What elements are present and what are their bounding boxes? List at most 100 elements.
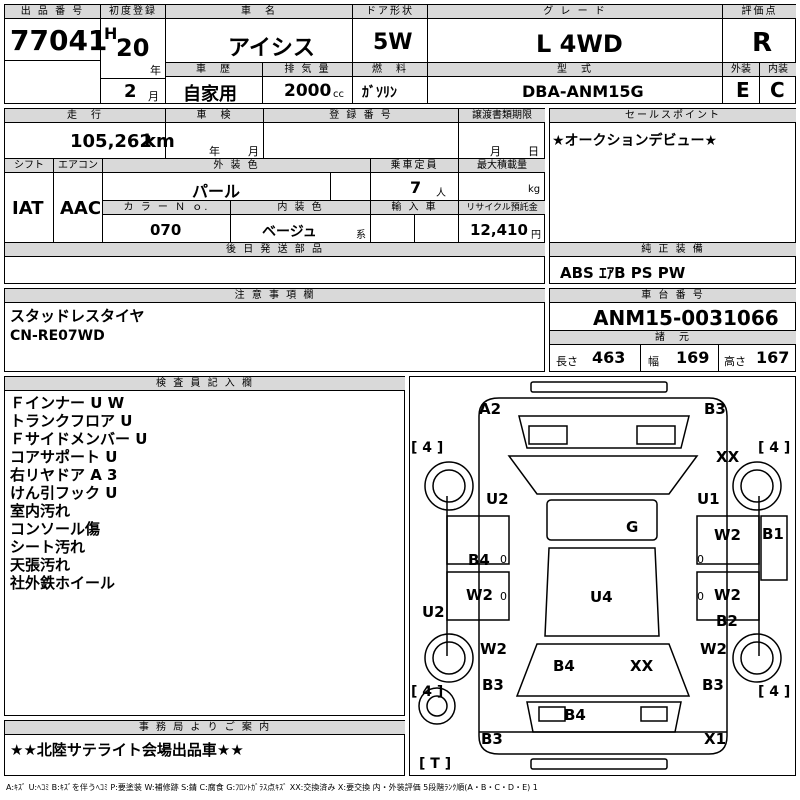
mileage: 105,262	[70, 131, 152, 152]
history-label: 車 歴	[166, 63, 262, 77]
legend: A:ｷｽﾞ U:ﾍｺﾐ B:ｷｽﾞを伴うﾍｺﾐ P:要塗装 W:補修跡 S:錆 …	[6, 783, 538, 792]
import-label: 輸 入 車	[371, 201, 458, 215]
inspector-box	[4, 376, 405, 716]
fuel-label: 燃 料	[353, 63, 427, 77]
capacity: 7	[410, 178, 422, 197]
fuel: ｶﾞｿﾘﾝ	[362, 85, 397, 101]
capacity-label: 乗車定員	[371, 159, 458, 173]
damage-mark: W2	[480, 640, 507, 658]
damage-mark: W2	[700, 640, 727, 658]
inspector-line: Ｆサイドメンバー U	[10, 430, 148, 448]
load-label: 最大積載量	[459, 159, 545, 173]
interior-score: C	[770, 78, 785, 102]
recycle-fee: 12,410	[470, 221, 528, 239]
inspector-line: 天張汚れ	[10, 556, 71, 574]
damage-mark: B3	[481, 730, 503, 748]
interior-color: ベージュ	[262, 224, 317, 240]
car-name: アイシス	[228, 36, 315, 61]
sales-point-box	[549, 108, 796, 284]
damage-mark: B4	[468, 551, 490, 569]
damage-mark: B3	[702, 676, 724, 694]
reg-era: H	[104, 24, 118, 43]
model-label: 型 式	[428, 63, 722, 77]
tire-label: [ 4 ]	[758, 440, 791, 456]
inspector-line: 室内汚れ	[10, 502, 71, 520]
inspector-label: 検 査 員 記 入 欄	[5, 377, 405, 391]
damage-mark: W2	[714, 526, 741, 544]
specs-label: 諸 元	[550, 331, 796, 345]
damage-mark: A2	[479, 400, 502, 418]
equipment-label: 純 正 装 備	[550, 243, 796, 257]
door-label: ドア形状	[353, 5, 427, 19]
damage-mark: B1	[762, 525, 784, 543]
transfer-label: 譲渡書類期限	[459, 109, 545, 123]
shift-label: シフト	[5, 159, 53, 173]
office-label: 事 務 局 よ り ご 案 内	[5, 721, 405, 735]
damage-mark: B2	[716, 612, 738, 630]
lot-number: 77041	[10, 24, 108, 57]
body-color: パール	[192, 182, 241, 201]
inspector-lines: Ｆインナー U W トランクフロア U Ｆサイドメンバー U コアサポート U …	[10, 394, 147, 592]
colorno-label: カ ラ ー Ｎ ｏ.	[103, 201, 230, 215]
inspector-line: 社外鉄ホイール	[10, 574, 116, 592]
notes-label: 注 意 事 項 欄	[5, 289, 545, 303]
tire-label: [ 4 ]	[411, 684, 444, 700]
notes-line-2: CN-RE07WD	[10, 328, 105, 344]
reg-month: 2	[124, 81, 137, 102]
notes-line-1: スタッドレスタイヤ	[10, 307, 145, 325]
name-label: 車 名	[166, 5, 352, 19]
inspector-line: けん引フック U	[10, 484, 118, 502]
header-block	[4, 4, 796, 104]
damage-mark: X1	[704, 730, 727, 748]
spec-width: 169	[676, 348, 710, 367]
damage-mark: U2	[486, 490, 509, 508]
mileage-label: 走 行	[5, 109, 165, 123]
plate-label: 登 録 番 号	[264, 109, 458, 123]
door-type: 5W	[373, 30, 413, 55]
chassis-number: ANM15-0031066	[593, 306, 779, 330]
damage-mark: XX	[716, 448, 740, 466]
damage-mark: B3	[482, 676, 504, 694]
small-zero: 0	[500, 553, 507, 566]
details-block	[4, 108, 545, 284]
score-label: 評価点	[723, 5, 796, 19]
inspection-label: 車 検	[166, 109, 263, 123]
sales-text: ★オークションデビュー★	[552, 133, 718, 149]
damage-mark: W2	[466, 586, 493, 604]
reg-label: 初度登録	[101, 5, 165, 19]
inspector-line: シート汚れ	[10, 538, 86, 556]
recycle-label: リサイクル預託金	[459, 201, 545, 215]
shift: IAT	[12, 198, 44, 219]
score: R	[752, 28, 773, 58]
tire-label: [ 4 ]	[758, 684, 791, 700]
exterior-score: E	[736, 78, 750, 102]
inspector-line: 右リヤドア A 3	[10, 466, 118, 484]
damage-mark: U1	[697, 490, 720, 508]
spec-height: 167	[756, 348, 790, 367]
damage-mark: B3	[704, 400, 726, 418]
intcolor-label: 内 装 色	[231, 201, 370, 215]
sales-label: セールスポイント	[550, 109, 796, 123]
damage-mark: W2	[714, 586, 741, 604]
damage-mark: B4	[564, 706, 586, 724]
tire-label: [ T ]	[419, 756, 452, 772]
notes-box	[4, 288, 545, 372]
small-zero: 0	[500, 590, 507, 603]
damage-mark: U4	[590, 588, 613, 606]
inspector-line: Ｆインナー U W	[10, 394, 125, 412]
later-parts-label: 後 日 発 送 部 品	[5, 243, 545, 257]
color-label: 外 装 色	[103, 159, 370, 173]
reg-year: 20	[116, 34, 150, 62]
grade-label: グ レ ー ド	[428, 5, 722, 19]
inspector-line: トランクフロア U	[10, 412, 133, 430]
grade: L 4WD	[536, 30, 623, 58]
color-number: 070	[150, 221, 182, 239]
history: 自家用	[183, 84, 237, 105]
aircon: AAC	[60, 198, 102, 219]
lot-label: 出 品 番 号	[5, 5, 100, 19]
chassis-label: 車 台 番 号	[550, 289, 796, 303]
exterior-label: 外装	[723, 63, 759, 77]
damage-mark: G	[626, 518, 639, 536]
model: DBA-ANM15G	[522, 82, 644, 101]
tire-label: [ 4 ]	[411, 440, 444, 456]
